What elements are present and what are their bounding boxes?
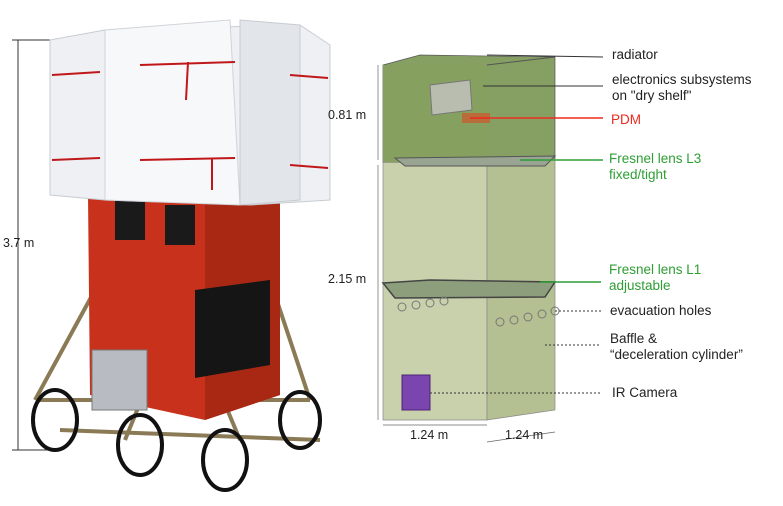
upper-height-label: 0.81 m [328,108,367,122]
instrument-model [377,54,604,443]
radiator-label: radiator [612,47,658,62]
total-height-label: 3.7 m [3,236,35,250]
baffle-label-2: “deceleration cylinder” [610,347,743,362]
lens-l3-label-2: fixed/tight [609,167,667,182]
pdm-label: PDM [611,112,641,127]
evacuation-holes-label: evacuation holes [610,303,712,318]
electronics-label-1: electronics subsystems [612,72,752,87]
ir-camera-label: IR Camera [612,385,678,400]
electronics-label-2: on "dry shelf" [612,88,692,103]
instrument-photo [12,19,331,492]
lower-height-label: 2.15 m [328,272,367,286]
lens-l1-label-1: Fresnel lens L1 [609,262,702,277]
lens-l3-label-1: Fresnel lens L3 [609,151,702,166]
lens-l1-label-2: adjustable [609,278,671,293]
front-width-label: 1.24 m [410,428,449,442]
side-width-label: 1.24 m [505,428,544,442]
baffle-label-1: Baffle & [610,331,658,346]
